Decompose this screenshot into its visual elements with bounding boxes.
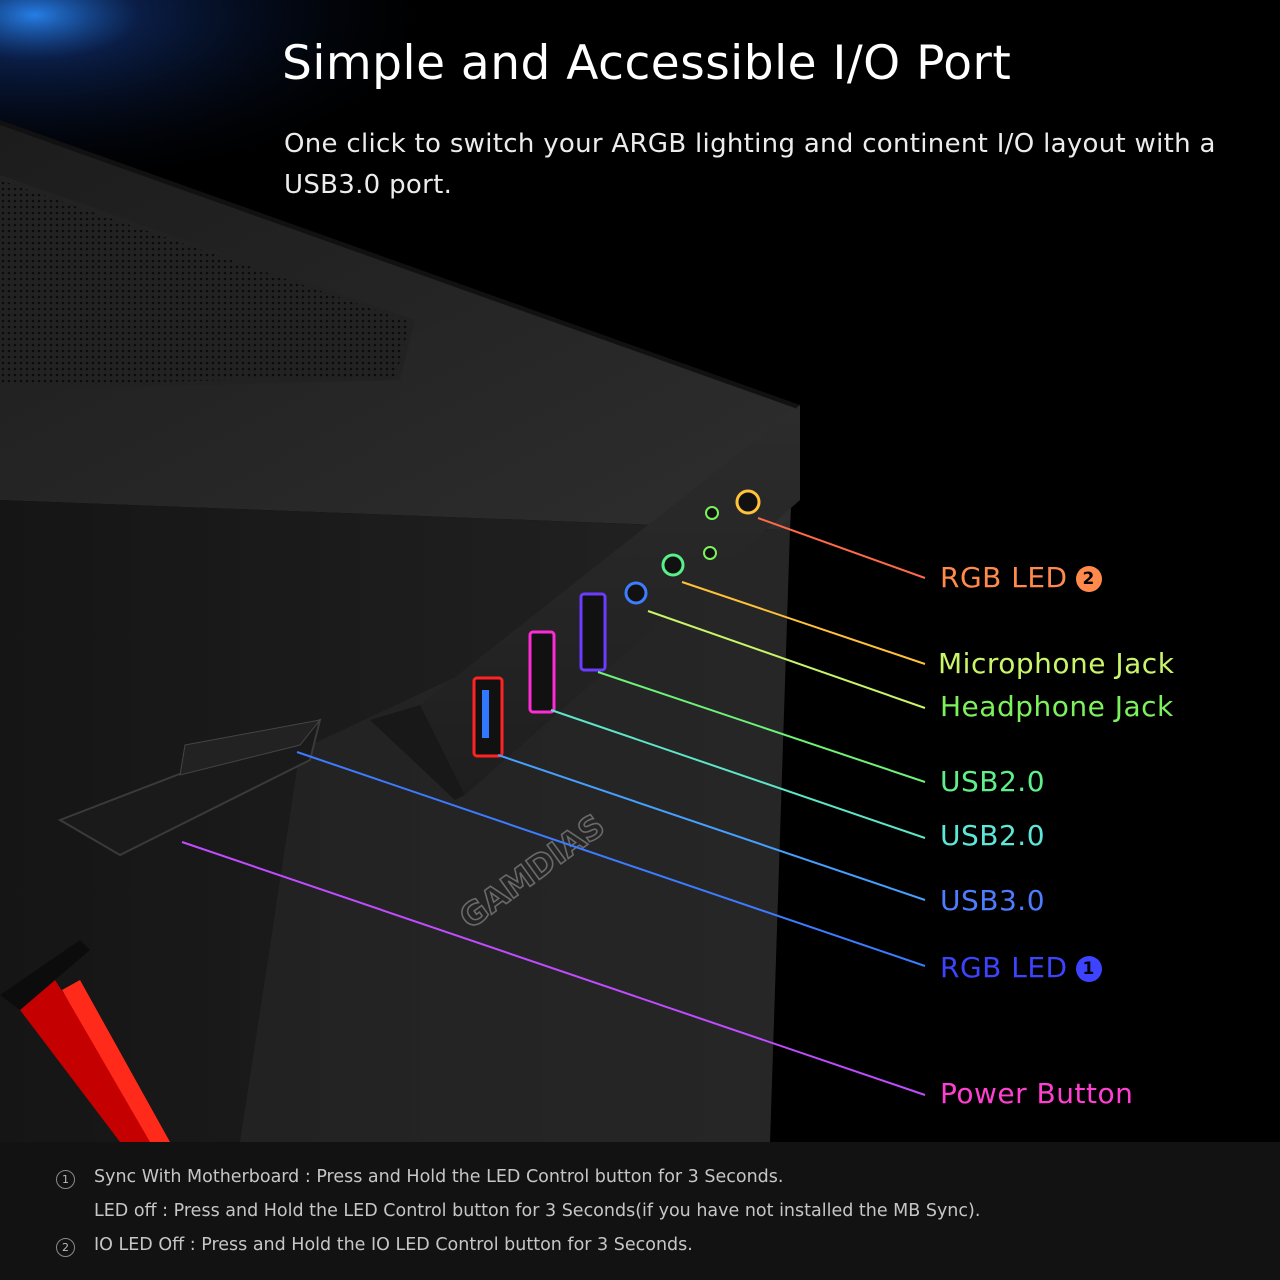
red-led-strip-inner <box>62 980 170 1142</box>
callout-usb2-a: USB2.0 <box>940 819 1046 852</box>
callout-headphone-jack: Headphone Jack <box>940 690 1174 723</box>
footnote-1b: LED off : Press and Hold the LED Control… <box>94 1201 981 1221</box>
usb2-port-b[interactable] <box>579 592 607 672</box>
footnote-marker-2: 2 <box>56 1238 75 1257</box>
callout-rgb-led-1: RGB LED 1 <box>940 951 1102 984</box>
usb2-port-a[interactable] <box>528 630 556 714</box>
power-button[interactable] <box>179 719 322 776</box>
callout-rgb-led-2: RGB LED 2 <box>940 561 1102 594</box>
glass-reflection <box>240 520 790 1142</box>
io-led-a <box>705 506 719 520</box>
leader-microphone <box>681 581 926 665</box>
callout-usb2-b: USB2.0 <box>940 765 1046 798</box>
mesh-pattern <box>0 180 410 386</box>
leader-usb2-a <box>550 709 926 839</box>
leader-rgb-led-2 <box>757 517 926 579</box>
callout-label: RGB LED <box>940 951 1068 984</box>
headphone-jack[interactable] <box>624 581 648 605</box>
front-bezel <box>0 940 90 1010</box>
page-subtitle: One click to switch your ARGB lighting a… <box>284 129 1216 200</box>
microphone-jack[interactable] <box>661 553 685 577</box>
footnote-1: Sync With Motherboard : Press and Hold t… <box>94 1167 784 1187</box>
io-led-b <box>703 546 717 560</box>
callout-power-button: Power Button <box>940 1077 1134 1110</box>
rgb-led-button[interactable] <box>735 489 761 515</box>
callout-usb3: USB3.0 <box>940 884 1046 917</box>
footnote-2: IO LED Off : Press and Hold the IO LED C… <box>94 1235 693 1255</box>
leader-usb2-b <box>597 671 926 783</box>
badge-2: 2 <box>1075 566 1102 592</box>
leader-usb3 <box>497 754 926 901</box>
footnote-marker-1: 1 <box>56 1170 75 1189</box>
page-title: Simple and Accessible I/O Port <box>282 36 1012 91</box>
usb3-port-tongue <box>482 690 489 738</box>
leader-rgb-led-1 <box>296 751 926 967</box>
io-panel <box>420 405 800 795</box>
footnotes-panel: 1 Sync With Motherboard : Press and Hold… <box>0 1142 1280 1280</box>
red-led-strip <box>20 980 160 1142</box>
badge-1: 1 <box>1075 956 1102 982</box>
leader-power <box>181 841 926 1096</box>
callout-microphone-jack: Microphone Jack <box>938 647 1175 680</box>
io-panel-edge <box>370 705 465 800</box>
callout-label: RGB LED <box>940 561 1068 594</box>
leader-headphone <box>647 610 926 709</box>
